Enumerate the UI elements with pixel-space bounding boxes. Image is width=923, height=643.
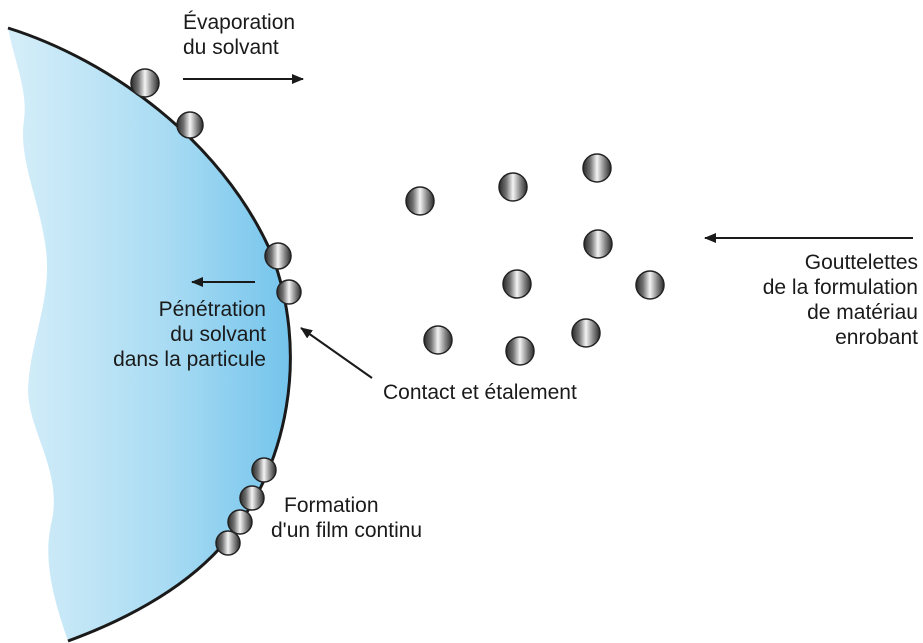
surface-droplet	[176, 111, 204, 139]
surface-droplet	[227, 509, 253, 535]
film-label-line1: Formation	[284, 494, 379, 517]
film-label: Formation d'un film continu	[271, 493, 422, 543]
droplets-label-line2: de la formulation	[762, 276, 918, 299]
droplet	[502, 269, 532, 299]
surface-droplets	[130, 68, 302, 556]
droplets-label-line1: Gouttelettes	[804, 251, 918, 274]
droplet	[405, 186, 435, 216]
surface-droplet	[130, 68, 160, 98]
penetration-label: Pénétration du solvant dans la particule	[66, 297, 266, 372]
droplet	[505, 336, 535, 366]
droplets-label: Gouttelettes de la formulation de matéri…	[690, 250, 918, 350]
surface-droplet	[264, 242, 292, 270]
penetration-label-line2: du solvant	[170, 323, 266, 346]
penetration-label-line1: Pénétration	[158, 298, 266, 321]
surface-droplet	[239, 485, 265, 511]
free-droplets	[405, 153, 665, 366]
droplet	[635, 270, 665, 300]
evaporation-label-line2: du solvant	[183, 36, 279, 59]
particle	[8, 28, 291, 641]
droplet	[423, 325, 453, 355]
surface-droplet	[251, 457, 277, 483]
contact-label: Contact et étalement	[383, 380, 577, 405]
evaporation-label: Évaporation du solvant	[183, 10, 295, 60]
droplet	[571, 318, 601, 348]
droplets-label-line4: enrobant	[835, 326, 918, 349]
surface-droplet	[215, 530, 241, 556]
contact-arrow	[300, 327, 373, 379]
surface-droplet	[276, 279, 302, 305]
film-label-line2: d'un film continu	[271, 519, 423, 542]
droplets-label-line3: de matériau	[807, 301, 918, 324]
droplet	[582, 153, 612, 183]
evaporation-label-line1: Évaporation	[183, 11, 296, 34]
droplet	[498, 172, 528, 202]
penetration-label-line3: dans la particule	[113, 348, 266, 371]
droplet	[583, 229, 613, 259]
contact-label-text: Contact et étalement	[383, 381, 577, 404]
